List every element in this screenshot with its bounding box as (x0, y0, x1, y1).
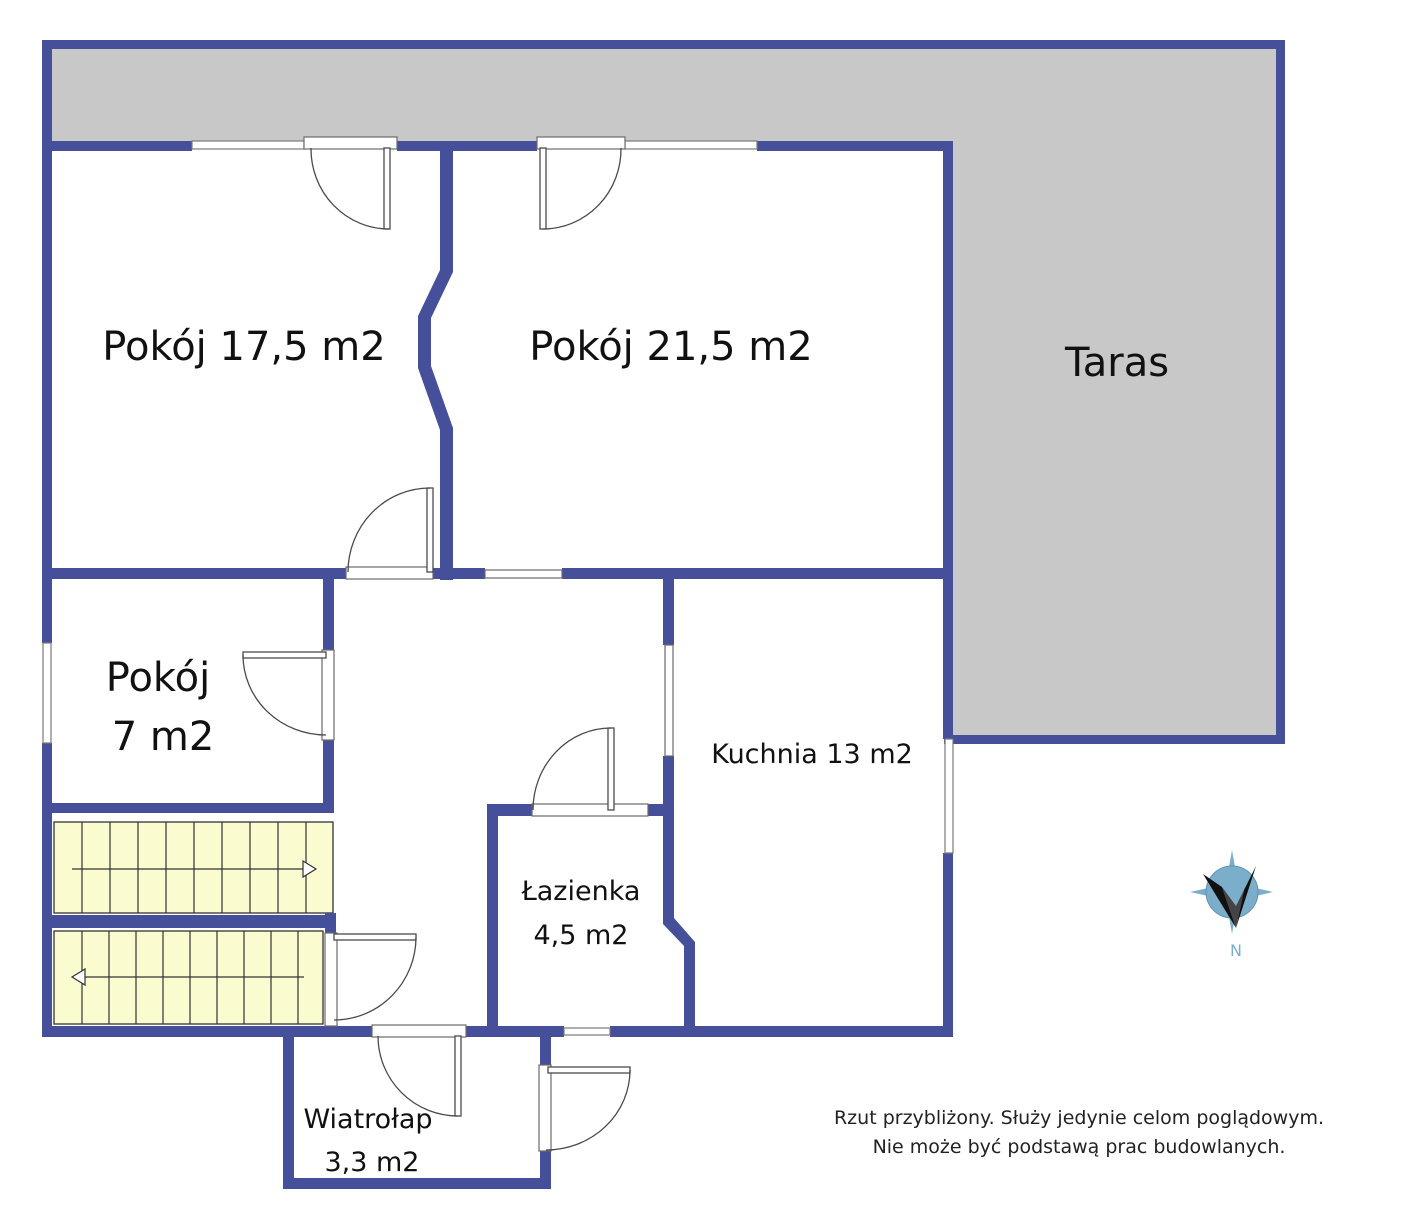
door-entrance (538, 1064, 631, 1152)
door-bathroom (531, 727, 649, 817)
door-room17-hall (345, 487, 434, 580)
terrace-area (46, 44, 1281, 738)
walls (42, 40, 1285, 1189)
windows (42, 140, 954, 1036)
room-label-lazienka-area: 4,5 m2 (533, 920, 628, 951)
room-label-pokoj-21: Pokój 21,5 m2 (529, 324, 812, 370)
room-label-lazienka-name: Łazienka (521, 876, 641, 907)
disclaimer-line-1: Rzut przybliżony. Służy jedynie celom po… (834, 1107, 1324, 1129)
door-stairs (324, 932, 417, 1027)
stairs-upper (53, 821, 334, 914)
stairs-lower (53, 930, 324, 1025)
disclaimer-line-2: Nie może być podstawą prac budowlanych. (873, 1136, 1286, 1158)
door-room17-terrace (303, 136, 398, 230)
door-room21-terrace (536, 136, 626, 230)
door-small-room (242, 649, 335, 741)
room-label-wiatrolap-area: 3,3 m2 (324, 1147, 419, 1178)
room-label-pokoj-17: Pokój 17,5 m2 (102, 324, 385, 370)
room-label-pokoj-7-area: 7 m2 (112, 714, 215, 760)
door-vestibule-hall (371, 1024, 467, 1117)
compass-rose-icon (1190, 850, 1273, 934)
room-label-taras: Taras (1064, 340, 1169, 386)
room-label-wiatrolap-name: Wiatrołap (303, 1104, 432, 1135)
room-label-kuchnia: Kuchnia 13 m2 (711, 739, 913, 770)
room-label-pokoj-7-name: Pokój (106, 655, 211, 701)
compass-north-label: N (1230, 941, 1242, 960)
